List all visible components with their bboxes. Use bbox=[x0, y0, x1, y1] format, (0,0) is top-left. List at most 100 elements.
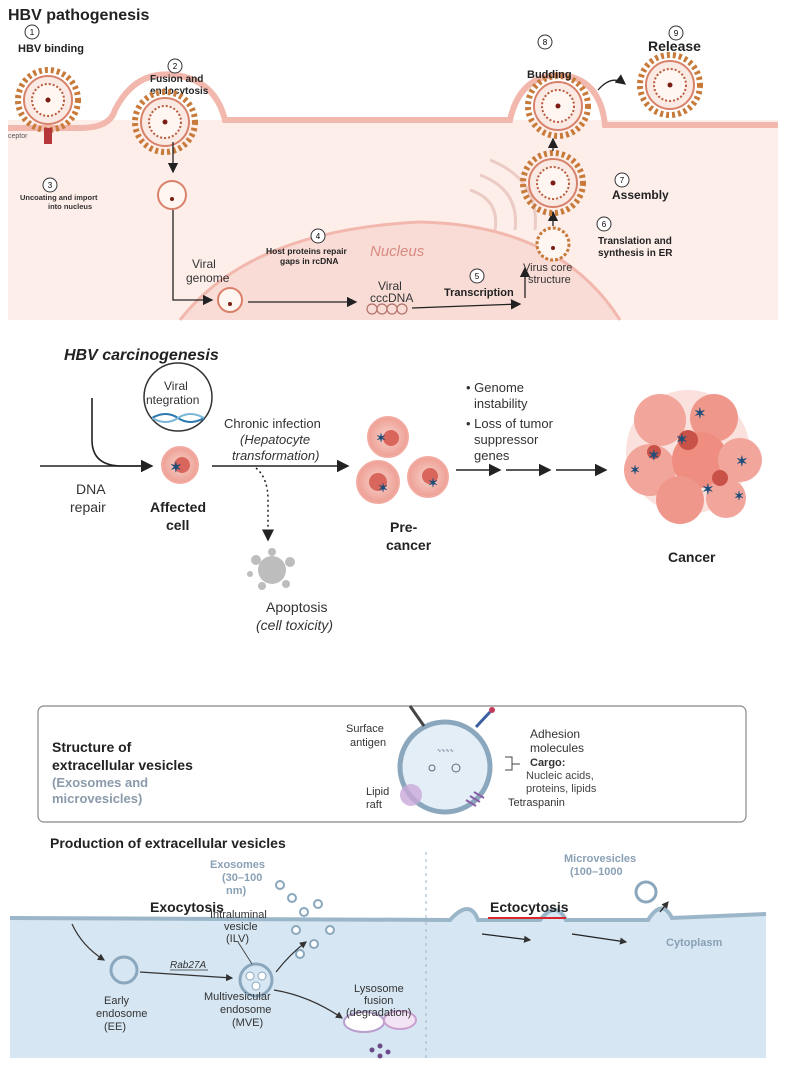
step-8-badge bbox=[537, 34, 553, 50]
cargo-line-2: proteins, lipids bbox=[526, 783, 597, 795]
viral-integration-label-1: Viral bbox=[164, 379, 188, 393]
carcinogenesis-panel: HBV carcinogenesis DNA repair Viral nteg… bbox=[40, 347, 762, 633]
viral-integration-label-2: ntegration bbox=[146, 393, 199, 407]
ectocytosis-label: Ectocytosis bbox=[490, 899, 569, 915]
mve-label-1: Multivesicular bbox=[204, 991, 271, 1003]
cancer-mass-icon: ✶ ✶ ✶ ✶ ✶ ✶ ✶ bbox=[624, 390, 762, 524]
dna-repair-label-1: DNA bbox=[76, 481, 106, 497]
step-5-badge bbox=[469, 268, 485, 284]
lysosome-label-1: Lysosome bbox=[354, 983, 404, 995]
adhesion-label-1: Adhesion bbox=[530, 727, 580, 741]
early-endosome-shape bbox=[109, 955, 139, 985]
step-8-label: Budding bbox=[527, 69, 572, 81]
microvesicle-shape bbox=[634, 880, 658, 904]
step-6-num: 6 bbox=[602, 220, 607, 229]
pathogenesis-title: HBV pathogenesis bbox=[8, 7, 149, 24]
receptor-label: ceptor bbox=[8, 133, 28, 140]
uncoated-core bbox=[157, 180, 187, 210]
bullet-genes: genes bbox=[474, 448, 510, 463]
lysosome-shape bbox=[343, 1010, 417, 1059]
arrow-ee-mve bbox=[139, 971, 234, 982]
arrow-mve-lysosome bbox=[273, 989, 343, 1019]
step-6-label-1: Translation and bbox=[598, 236, 672, 247]
precancer-cells: ✶ ✶ ✶ bbox=[356, 416, 449, 504]
bullet-suppressor: suppressor bbox=[474, 432, 539, 447]
step-2-label-2: endocytosis bbox=[150, 86, 209, 97]
cccdna-shape bbox=[366, 303, 408, 315]
vesicle-diagram bbox=[397, 719, 493, 815]
step-4-badge bbox=[310, 228, 326, 244]
step-7-label: Assembly bbox=[612, 188, 669, 202]
chronic-label-2: (Hepatocyte bbox=[240, 432, 310, 447]
virus-core-label-1: Virus core bbox=[523, 262, 572, 274]
precancer-label-1: Pre- bbox=[390, 519, 418, 535]
ev-production-title: Production of extracellular vesicles bbox=[50, 835, 286, 851]
arrow-apoptosis bbox=[255, 467, 274, 542]
affected-cell-label-2: cell bbox=[166, 517, 189, 533]
step-2-badge bbox=[167, 58, 183, 74]
early-endosome-label-2: endosome bbox=[96, 1008, 147, 1020]
star-icon: ✶ bbox=[378, 481, 388, 495]
cancer-label: Cancer bbox=[668, 549, 716, 565]
bullet-instability: instability bbox=[474, 396, 528, 411]
chronic-label-3: transformation) bbox=[232, 448, 319, 463]
svg-text:✶: ✶ bbox=[702, 481, 714, 497]
exosomes-label-2: (30–100 bbox=[222, 872, 262, 884]
bullet-genome: • Genome bbox=[466, 380, 524, 395]
mve-label-3: (MVE) bbox=[232, 1017, 263, 1029]
star-icon: ✶ bbox=[428, 476, 438, 490]
lipid-raft-label-1: Lipid bbox=[366, 786, 389, 798]
apoptosis-label-2: (cell toxicity) bbox=[256, 617, 333, 633]
early-endosome-label-1: Early bbox=[104, 995, 130, 1007]
svg-text:✶: ✶ bbox=[648, 447, 660, 463]
ev-structure-panel: Structure of extracellular vesicles (Exo… bbox=[37, 705, 747, 823]
dna-repair-curve bbox=[91, 398, 152, 467]
exocytosis-label: Exocytosis bbox=[150, 899, 224, 915]
ev-structure-box bbox=[37, 705, 747, 823]
ev-structure-subtitle-1: (Exosomes and bbox=[52, 775, 148, 790]
step-1-label: HBV binding bbox=[18, 43, 84, 55]
step-5-label: Transcription bbox=[444, 287, 514, 299]
adhesion-label-2: molecules bbox=[530, 741, 584, 755]
surface-antigen-label-1: Surface bbox=[346, 723, 384, 735]
carcinogenesis-title: HBV carcinogenesis bbox=[64, 347, 219, 364]
virus-core-label-2: structure bbox=[528, 274, 571, 286]
step-4-label-1: Host proteins repair bbox=[266, 246, 347, 256]
cytoplasm-region bbox=[10, 908, 766, 1058]
step-6-label-2: synthesis in ER bbox=[598, 248, 673, 259]
svg-text:✶: ✶ bbox=[736, 453, 748, 469]
arrow-ecto-1 bbox=[481, 933, 532, 943]
lysosome-label-3: (degradation) bbox=[346, 1007, 411, 1019]
surface-antigen-shape bbox=[408, 705, 426, 727]
bullet-loss: • Loss of tumor bbox=[466, 416, 554, 431]
svg-text:✶: ✶ bbox=[734, 489, 744, 503]
step-9-num: 9 bbox=[674, 29, 679, 38]
arrow-to-ee bbox=[71, 923, 106, 961]
cargo-title: Cargo: bbox=[530, 757, 565, 769]
step-6-badge bbox=[596, 216, 612, 232]
early-endosome-label-3: (EE) bbox=[104, 1021, 126, 1033]
receptor-shape bbox=[44, 128, 52, 144]
lipid-raft-shape bbox=[400, 784, 422, 806]
ilv-label-1: Intraluminal bbox=[210, 909, 267, 921]
microvesicles-label-1: Microvesicles bbox=[564, 853, 636, 865]
lipid-raft-label-2: raft bbox=[366, 799, 382, 811]
pathogenesis-panel: Nucleus HBV pathogenesis 1 HBV binding c… bbox=[8, 7, 778, 321]
mve-label-2: endosome bbox=[220, 1004, 271, 1016]
nucleic-acid-icon: ∿∿∿∿ bbox=[437, 748, 454, 754]
rab27a-label: Rab27A bbox=[170, 960, 206, 971]
virion-release bbox=[640, 55, 700, 115]
cargo-bracket bbox=[505, 756, 520, 771]
step-9-label: Release bbox=[648, 38, 701, 54]
apoptosis-cell-icon bbox=[247, 548, 295, 590]
arrow-mve-exocytosis bbox=[275, 941, 307, 973]
step-2-label-1: Fusion and bbox=[150, 74, 203, 85]
ev-production-panel: Production of extracellular vesicles Exo… bbox=[9, 835, 767, 1059]
dna-repair-label-2: repair bbox=[70, 499, 106, 515]
exosome-vesicles bbox=[275, 880, 335, 959]
arrow-8-9 bbox=[597, 74, 627, 91]
star-icon: ✶ bbox=[376, 431, 386, 445]
surface-antigen-label-2: antigen bbox=[350, 737, 386, 749]
arrow-microvesicle bbox=[659, 901, 669, 913]
viral-cccdna-label-1: Viral bbox=[378, 279, 402, 293]
